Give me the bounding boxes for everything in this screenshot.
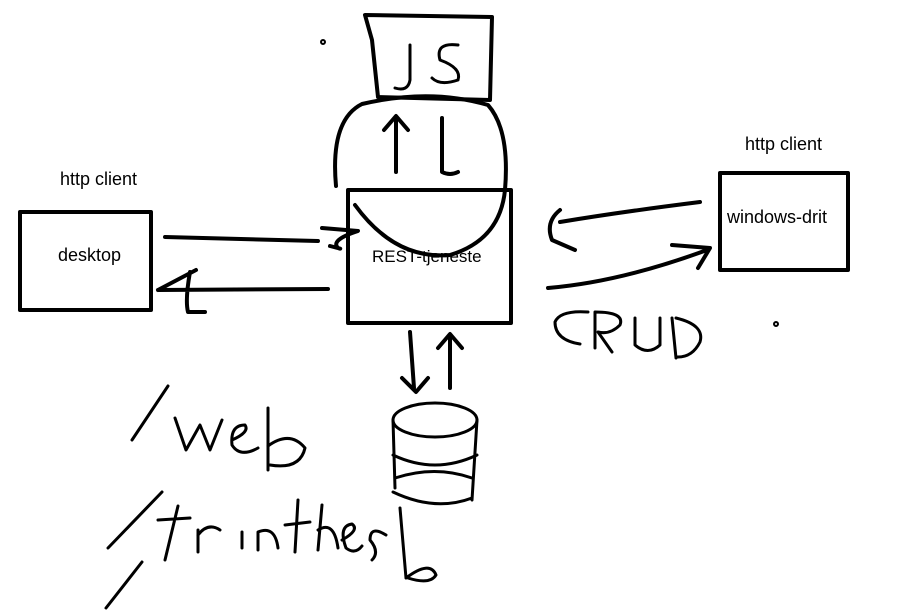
js-connector-loop (333, 94, 508, 258)
arrow-db-to-rest (436, 332, 464, 390)
dot-mark (773, 321, 779, 327)
windows-box (718, 171, 850, 272)
http-client-label-right: http client (745, 134, 823, 154)
rest-service-label: REST-tjeneste (372, 247, 482, 266)
desktop-box (18, 210, 153, 312)
arrow-js-to-rest (440, 116, 460, 176)
js-box (363, 13, 494, 102)
arrow-windows-to-rest (547, 200, 702, 252)
desktop-label: desktop (58, 245, 122, 265)
arrow-rest-to-desktop (156, 268, 330, 314)
js-handwriting (393, 43, 461, 91)
dot-mark-js (320, 39, 326, 45)
database-cylinder (391, 401, 479, 583)
crud-handwriting (553, 310, 703, 360)
rest-service-box (346, 188, 513, 325)
web-frontend-handwriting (104, 384, 388, 610)
arrow-desktop-to-rest (163, 226, 360, 251)
arrow-rest-to-windows (546, 243, 712, 290)
windows-label: windows-drit (727, 207, 828, 227)
arrow-rest-to-js (382, 114, 410, 174)
http-client-label-left: http client (60, 169, 138, 189)
arrow-rest-to-db (400, 330, 430, 394)
